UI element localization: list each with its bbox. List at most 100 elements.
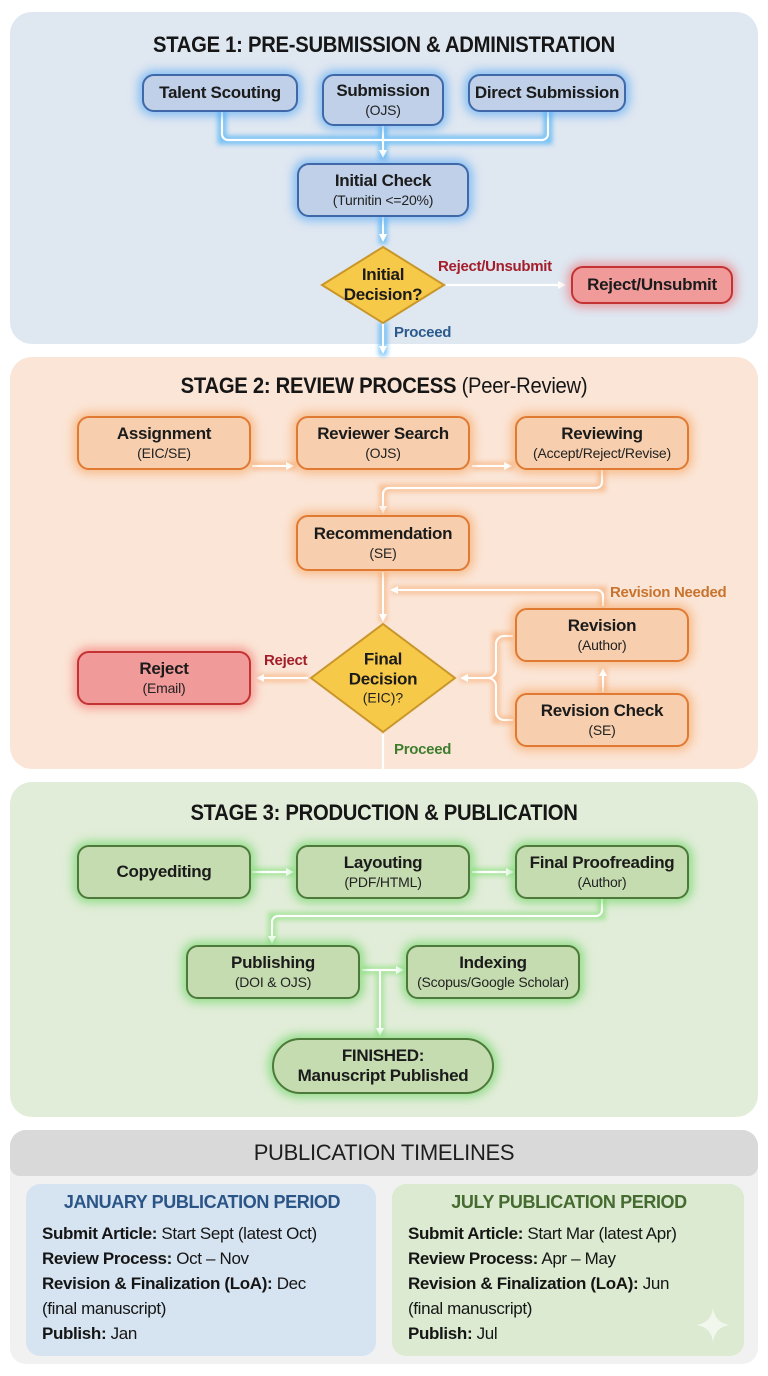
brace-connector	[487, 634, 513, 722]
line-value: Jul	[472, 1324, 498, 1343]
decision-final-decision[interactable]: Final Decision (EIC)?	[309, 622, 457, 734]
node-subtitle: (OJS)	[365, 444, 401, 461]
node-subtitle: (Turnitin <=20%)	[332, 191, 434, 208]
line-value: Start Sept (latest Oct)	[157, 1224, 317, 1243]
stage-3-connector-lines	[252, 868, 604, 1036]
line-value: Apr – May	[537, 1249, 616, 1268]
stage-2-title-main: STAGE 2: REVIEW PROCESS	[180, 373, 457, 398]
stage-3-title: STAGE 3: PRODUCTION & PUBLICATION	[190, 800, 578, 825]
node-title: Direct Submission	[474, 82, 620, 102]
decision-title: Initial	[361, 264, 405, 284]
node-subtitle: (OJS)	[365, 101, 401, 118]
period-title: JANUARY PUBLICATION PERIOD	[63, 1192, 341, 1212]
node-subtitle: (Email)	[142, 679, 186, 696]
node-recommendation[interactable]: Recommendation (SE)	[296, 515, 470, 571]
edge-label-proceed-2: Proceed	[394, 741, 452, 758]
edge-label-proceed-1: Proceed	[394, 324, 452, 341]
merge-connector	[220, 110, 550, 142]
node-subtitle: (SE)	[369, 544, 397, 561]
node-title: Publishing	[231, 953, 315, 973]
line-label: Review Process:	[408, 1249, 538, 1268]
node-subtitle: (PDF/HTML)	[344, 873, 422, 890]
timelines-title: PUBLICATION TIMELINES	[10, 1130, 758, 1176]
period-july: JULY PUBLICATION PERIOD Submit Article: …	[392, 1184, 744, 1356]
node-final-proofreading[interactable]: Final Proofreading (Author)	[515, 845, 689, 899]
period-line-review: Review Process: Apr – May	[408, 1246, 730, 1271]
node-reject-unsubmit[interactable]: Reject/Unsubmit	[571, 266, 733, 304]
arrow-to-recommendation	[379, 470, 604, 514]
line-value: (final manuscript)	[408, 1299, 533, 1318]
period-line-publish: Publish: Jul	[408, 1321, 730, 1346]
decision-title-2: Decision?	[343, 285, 423, 304]
stage-2-connector-lines	[252, 462, 607, 722]
node-title: Layouting	[343, 853, 423, 873]
stage-1-connector-lines	[220, 110, 550, 354]
node-title: Submission	[336, 81, 430, 101]
line-label: Submit Article:	[408, 1224, 524, 1243]
edge-label-reject: Reject	[264, 652, 308, 669]
node-initial-check[interactable]: Initial Check (Turnitin <=20%)	[297, 163, 469, 217]
node-title: Final Proofreading	[529, 853, 675, 873]
diamond-shape	[320, 245, 446, 325]
line-value: Oct – Nov	[171, 1249, 249, 1268]
node-subtitle: (Scopus/Google Scholar)	[417, 973, 569, 990]
node-reject-email[interactable]: Reject (Email)	[77, 651, 251, 705]
decision-title: Final	[363, 649, 403, 669]
node-revision[interactable]: Revision (Author)	[515, 608, 689, 662]
node-title: Initial Check	[334, 171, 432, 191]
node-subtitle: (EIC/SE)	[137, 444, 191, 461]
decision-text: Final Decision (EIC)?	[309, 650, 457, 707]
node-assignment[interactable]: Assignment (EIC/SE)	[77, 416, 251, 470]
publication-timelines-panel: PUBLICATION TIMELINES JANUARY PUBLICATIO…	[10, 1130, 758, 1364]
node-subtitle: (DOI & OJS)	[234, 973, 312, 990]
edge-label-reject-unsubmit: Reject/Unsubmit	[438, 258, 552, 275]
node-subtitle: (Author)	[577, 636, 627, 653]
node-title: Recommendation	[313, 524, 453, 544]
period-january: JANUARY PUBLICATION PERIOD Submit Articl…	[26, 1184, 376, 1356]
line-label: Review Process:	[42, 1249, 172, 1268]
connectors	[217, 110, 607, 1036]
period-line-revision-note: (final manuscript)	[42, 1296, 362, 1321]
diamond-shape	[309, 622, 457, 734]
node-submission[interactable]: Submission (OJS)	[322, 74, 444, 126]
edge-label-revision-needed: Revision Needed	[610, 584, 727, 601]
period-line-revision-note: (final manuscript)	[408, 1296, 730, 1321]
line-label: Publish:	[408, 1324, 473, 1343]
arrow-revision-needed	[390, 586, 605, 606]
node-layouting[interactable]: Layouting (PDF/HTML)	[296, 845, 470, 899]
line-value: Jun	[638, 1274, 670, 1293]
line-value: Start Mar (latest Apr)	[523, 1224, 677, 1243]
node-title: Revision Check	[540, 701, 664, 721]
line-label: Revision & Finalization (LoA):	[42, 1274, 273, 1293]
sparkle-icon	[696, 1308, 730, 1342]
line-value: (final manuscript)	[42, 1299, 167, 1318]
decision-text: Initial Decision?	[320, 265, 446, 305]
period-line-revision: Revision & Finalization (LoA): Jun	[408, 1271, 730, 1296]
decision-title-2: Decision	[348, 669, 418, 689]
node-copyediting[interactable]: Copyediting	[77, 845, 251, 899]
node-indexing[interactable]: Indexing (Scopus/Google Scholar)	[406, 945, 580, 999]
node-reviewing[interactable]: Reviewing (Accept/Reject/Revise)	[515, 416, 689, 470]
decision-initial-decision[interactable]: Initial Decision?	[320, 245, 446, 325]
node-title: Talent Scouting	[159, 82, 281, 102]
period-line-publish: Publish: Jan	[42, 1321, 362, 1346]
node-title: FINISHED:	[341, 1045, 425, 1065]
node-finished[interactable]: FINISHED: Manuscript Published	[272, 1038, 494, 1094]
node-talent-scouting[interactable]: Talent Scouting	[142, 74, 298, 112]
arrow-to-publishing	[268, 898, 604, 944]
node-title: Reviewing	[561, 424, 643, 444]
node-title-2: Manuscript Published	[297, 1066, 469, 1085]
node-reviewer-search[interactable]: Reviewer Search (OJS)	[296, 416, 470, 470]
period-title: JULY PUBLICATION PERIOD	[451, 1192, 687, 1212]
node-subtitle: (Accept/Reject/Revise)	[533, 444, 671, 461]
node-direct-submission[interactable]: Direct Submission	[468, 74, 626, 112]
stage-2-title: STAGE 2: REVIEW PROCESS (Peer-Review)	[40, 373, 728, 399]
node-title: Reject	[139, 659, 189, 679]
node-subtitle: (SE)	[588, 721, 616, 738]
node-title: Reject/Unsubmit	[587, 274, 717, 294]
node-publishing[interactable]: Publishing (DOI & OJS)	[186, 945, 360, 999]
node-title: Reviewer Search	[317, 424, 449, 444]
decision-subtitle: (EIC)?	[362, 689, 404, 706]
node-revision-check[interactable]: Revision Check (SE)	[515, 693, 689, 747]
period-line-submit: Submit Article: Start Mar (latest Apr)	[408, 1221, 730, 1246]
